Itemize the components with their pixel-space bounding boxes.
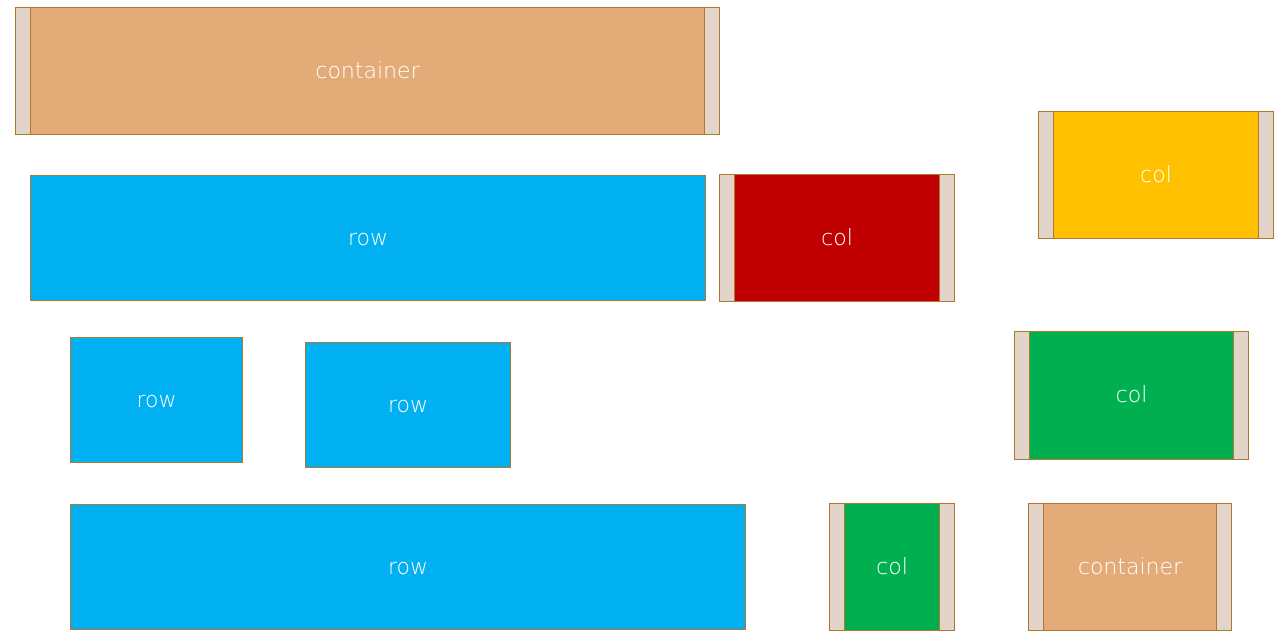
row-box-bottom: row (70, 504, 746, 630)
col-box-red-label: col (821, 225, 853, 251)
col-box-yellow-label: col (1140, 162, 1172, 188)
row-box-small-2-label: row (387, 392, 428, 418)
col-box-green-bottom: col (829, 503, 955, 631)
row-box-small-1: row (70, 337, 243, 463)
container-box-top-label: container (315, 58, 420, 84)
row-box-small-2: row (305, 342, 511, 468)
col-box-yellow: col (1038, 111, 1274, 239)
col-box-green-right: col (1014, 331, 1249, 460)
container-box-bottom: container (1028, 503, 1232, 631)
col-box-red: col (719, 174, 955, 302)
row-box-bottom-label: row (387, 554, 428, 580)
container-box-bottom-label: container (1077, 554, 1183, 580)
row-box-small-1-label: row (136, 387, 177, 413)
col-box-green-bottom-label: col (876, 554, 908, 580)
row-box-top: row (30, 175, 706, 301)
col-box-green-right-label: col (1115, 383, 1148, 408)
container-box-top: container (15, 7, 720, 135)
row-box-top-label: row (347, 225, 388, 251)
